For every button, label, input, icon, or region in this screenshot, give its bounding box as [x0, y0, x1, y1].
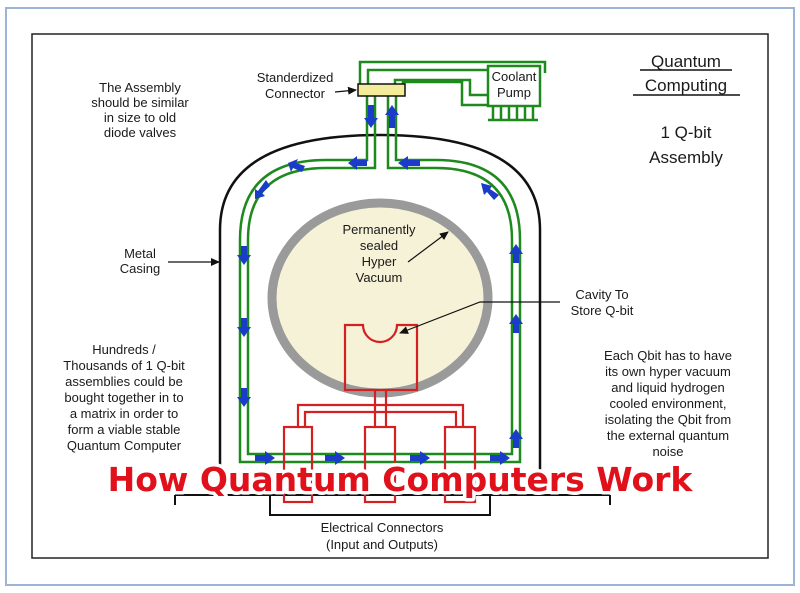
qbit-wiring	[282, 323, 477, 504]
svg-text:diode valves: diode valves	[104, 125, 177, 140]
leader-lines	[168, 86, 560, 334]
note-each-qbit: Each Qbit has to have its own hyper vacu…	[604, 348, 732, 459]
svg-text:Cavity To: Cavity To	[575, 287, 628, 302]
hyper-vacuum-chamber	[267, 198, 493, 398]
coolant-pipe-3	[393, 78, 488, 97]
svg-text:Permanently: Permanently	[343, 222, 416, 237]
svg-text:sealed: sealed	[360, 238, 398, 253]
svg-text:Electrical Connectors: Electrical Connectors	[321, 520, 444, 535]
svg-text:Connector: Connector	[265, 86, 326, 101]
label-coolant-pump: Coolant Pump	[492, 69, 537, 100]
svg-text:in size to old: in size to old	[104, 110, 176, 125]
svg-text:the external quantum: the external quantum	[607, 428, 729, 443]
svg-text:Standerdized: Standerdized	[257, 70, 334, 85]
coolant-flow-arrows	[237, 105, 523, 465]
note-hundreds: Hundreds / Thousands of 1 Q-bit assembli…	[63, 342, 185, 453]
svg-text:bought together in to: bought together in to	[64, 390, 183, 405]
svg-text:(Input and Outputs): (Input and Outputs)	[326, 537, 438, 552]
svg-text:Quantum Computer: Quantum Computer	[67, 438, 182, 453]
coolant-pump	[486, 64, 542, 108]
connector-block	[269, 495, 491, 516]
svg-text:Hundreds /: Hundreds /	[92, 342, 156, 357]
title-line-2: Computing	[645, 76, 727, 95]
svg-text:noise: noise	[652, 444, 683, 459]
svg-text:its own hyper vacuum: its own hyper vacuum	[605, 364, 731, 379]
label-connector: Standerdized Connector	[257, 70, 334, 101]
label-vacuum: Permanently sealed Hyper Vacuum	[343, 222, 416, 285]
coolant-pipe-2	[366, 68, 488, 88]
svg-text:a matrix in order to: a matrix in order to	[70, 406, 178, 421]
note-assembly: The Assembly should be similar in size t…	[91, 80, 189, 140]
svg-text:The Assembly: The Assembly	[99, 80, 181, 95]
subtitle-line-2: Assembly	[649, 148, 723, 167]
subtitle-line-1: 1 Q-bit	[660, 123, 711, 142]
svg-text:assemblies could be: assemblies could be	[65, 374, 183, 389]
svg-text:cooled environment,: cooled environment,	[609, 396, 726, 411]
svg-text:Pump: Pump	[497, 85, 531, 100]
banner-title: How Quantum Computers Work	[108, 460, 694, 499]
svg-text:form a viable stable: form a viable stable	[68, 422, 181, 437]
metal-casing	[218, 133, 542, 495]
label-electrical-connectors: Electrical Connectors (Input and Outputs…	[321, 520, 444, 552]
label-metal-casing: Metal Casing	[120, 246, 160, 276]
svg-text:isolating the Qbit from: isolating the Qbit from	[605, 412, 731, 427]
svg-text:Each Qbit has to have: Each Qbit has to have	[604, 348, 732, 363]
standardized-connector	[357, 83, 406, 97]
coolant-loop-inner	[246, 95, 514, 456]
electrode-right	[443, 425, 477, 504]
svg-text:should be similar: should be similar	[91, 95, 189, 110]
pump-fins	[488, 106, 538, 122]
svg-text:Vacuum: Vacuum	[356, 270, 403, 285]
svg-text:Coolant: Coolant	[492, 69, 537, 84]
electrode-center	[363, 425, 397, 504]
svg-text:and liquid hydrogen: and liquid hydrogen	[611, 380, 724, 395]
svg-text:Hyper: Hyper	[362, 254, 397, 269]
qbit-cavity	[343, 323, 419, 392]
svg-text:Store Q-bit: Store Q-bit	[571, 303, 634, 318]
coolant-pipe-1	[358, 60, 547, 88]
svg-text:Casing: Casing	[120, 261, 160, 276]
label-cavity: Cavity To Store Q-bit	[571, 287, 634, 318]
svg-text:Metal: Metal	[124, 246, 156, 261]
electrode-left	[282, 425, 314, 504]
svg-text:Thousands of 1 Q-bit: Thousands of 1 Q-bit	[63, 358, 185, 373]
title-line-1: Quantum	[651, 52, 721, 71]
